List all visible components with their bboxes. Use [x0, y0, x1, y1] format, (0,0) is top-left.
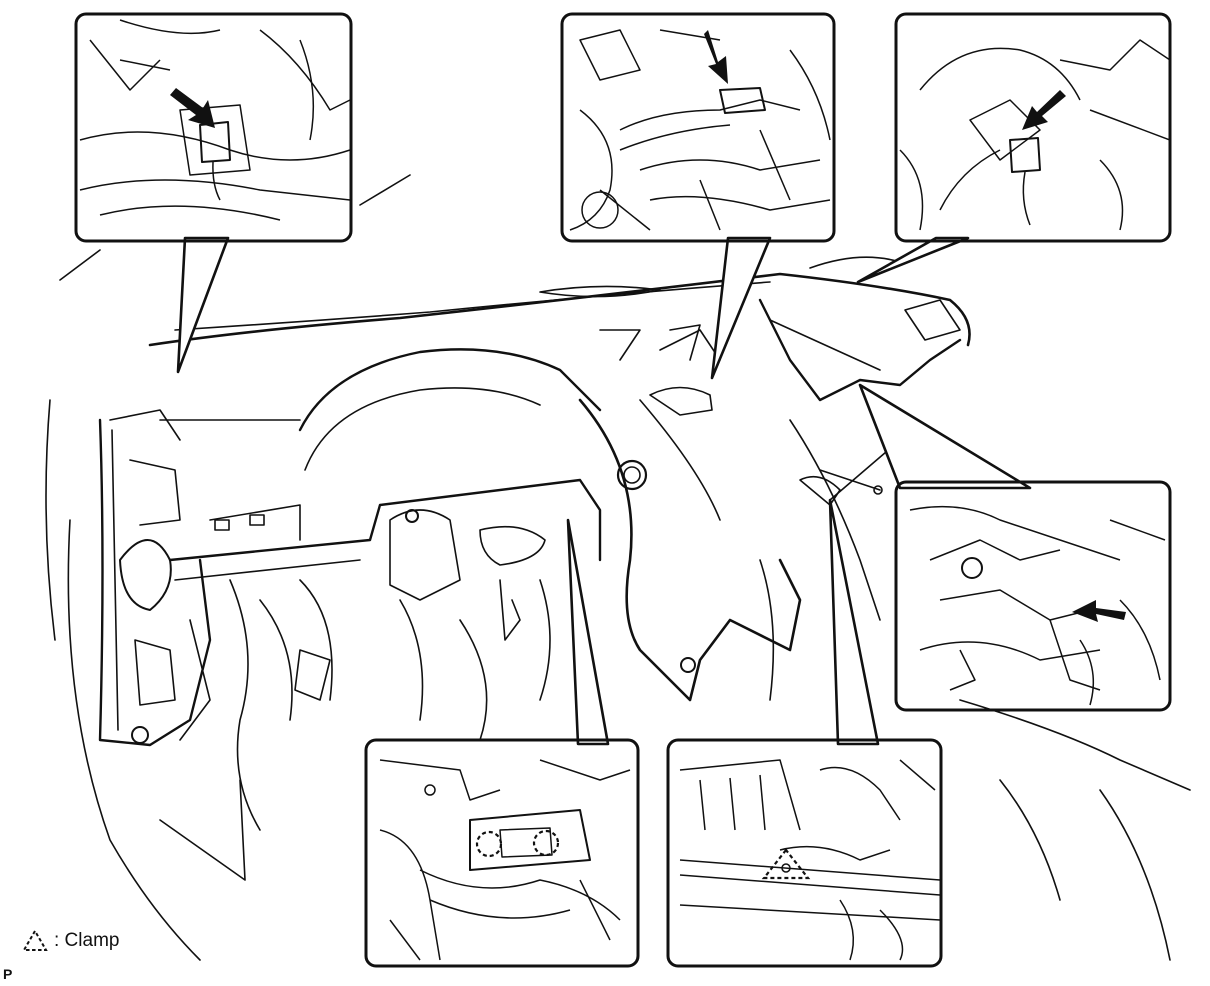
dashed-triangle-clamp-icon [761, 848, 811, 880]
callout-lower-right [666, 738, 943, 968]
callout-upper-center [560, 12, 836, 243]
dashed-circle-icon [532, 829, 560, 857]
leader-lines [176, 236, 1032, 746]
callout-upper-left [74, 12, 353, 243]
legend-clamp-label: : Clamp [54, 930, 120, 951]
page-code: P [3, 966, 13, 982]
arrow-icon [704, 30, 728, 84]
arrow-icon [170, 88, 215, 128]
arrow-icon [1022, 90, 1066, 130]
main-illustration [45, 174, 1191, 961]
callout-lower-center [364, 738, 640, 968]
callout-right [894, 480, 1172, 712]
callout-upper-right [894, 12, 1172, 243]
arrow-icon [1072, 600, 1126, 622]
dashed-circle-icon [475, 830, 503, 858]
legend: : Clamp [22, 926, 119, 956]
dashed-triangle-clamp-icon [22, 929, 48, 951]
